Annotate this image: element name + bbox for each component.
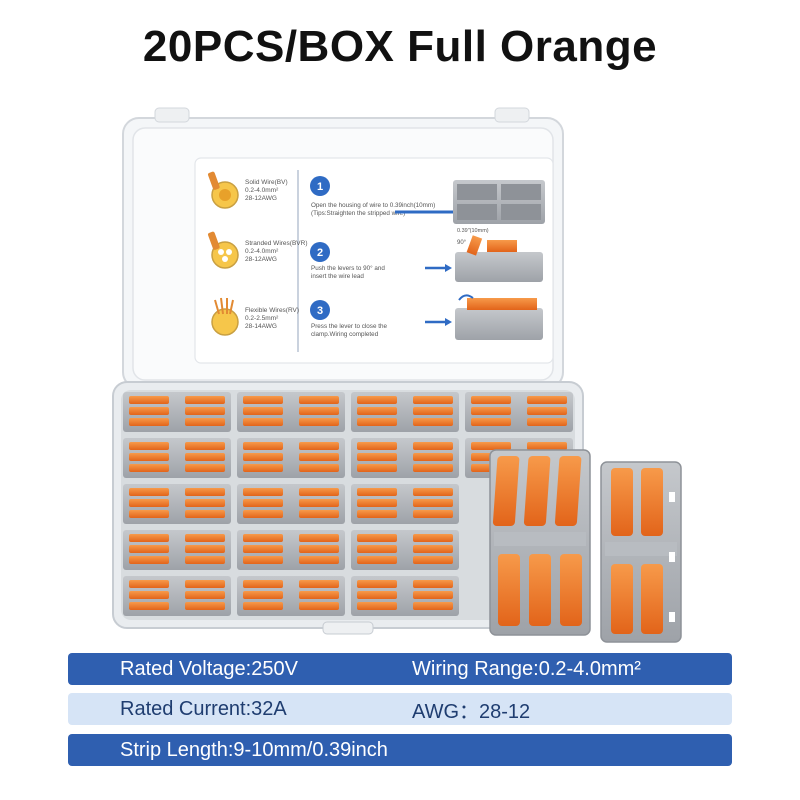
instruction-card: Solid Wire(BV) 0.2-4.0mm² 28-12AWG Stran… [194, 157, 554, 364]
connector [237, 576, 345, 616]
step-3-badge [310, 300, 330, 320]
wire-2-awg: 28-12AWG [245, 256, 277, 263]
spec-row-strip: Strip Length:9-10mm/0.39inch [68, 734, 732, 766]
rated-voltage: Rated Voltage:250V [120, 657, 298, 680]
loose-connector-left [489, 449, 591, 636]
step-2-number: 2 [317, 247, 323, 259]
wiring-range: Wiring Range:0.2-4.0mm² [412, 657, 641, 680]
flexible-wire-icon [211, 297, 239, 336]
connector-grid [123, 392, 573, 616]
connector [123, 392, 231, 432]
connector [351, 484, 459, 524]
step-2-badge [310, 242, 330, 262]
connector [123, 438, 231, 478]
connector [351, 530, 459, 570]
connector [237, 438, 345, 478]
connector [237, 530, 345, 570]
step-2-text-2: insert the wire lead [311, 273, 364, 280]
connector [351, 438, 459, 478]
wire-2-name: Stranded Wires(BVR) [245, 240, 308, 247]
step-1-text-2: (Tips:Straighten the stripped wire) [311, 210, 405, 217]
step-2-connector-illustration: 90° [425, 235, 543, 282]
step-1-connector-illustration: 0.39"(10mm) [395, 180, 545, 234]
step-3-number: 3 [317, 305, 323, 317]
awg-range: AWG：28-12 [412, 700, 531, 723]
connector [351, 576, 459, 616]
spec-row-voltage: Rated Voltage:250V Wiring Range:0.2-4.0m… [68, 653, 732, 685]
connector [351, 392, 459, 432]
wire-3-range: 0.2-2.5mm² [245, 315, 279, 322]
connector [123, 530, 231, 570]
step-3-connector-illustration [425, 294, 543, 340]
connector [123, 484, 231, 524]
connector [123, 576, 231, 616]
strip-length: Strip Length:9-10mm/0.39inch [120, 738, 388, 761]
loose-connector-right [600, 461, 682, 643]
connector [237, 392, 345, 432]
wire-3-name: Flexible Wires(RV) [245, 307, 299, 314]
wire-1-range: 0.2-4.0mm² [245, 187, 279, 194]
step-1-text-1: Open the housing of wire to 0.39inch(10m… [311, 202, 435, 209]
stranded-wire-icon [208, 231, 239, 269]
step-3-text-1: Press the lever to close the [311, 323, 387, 330]
wire-1-name: Solid Wire(BV) [245, 179, 288, 186]
page-title: 20PCS/BOX Full Orange [142, 22, 658, 71]
measure-label: 0.39"(10mm) [457, 228, 489, 234]
wire-3-awg: 28-14AWG [245, 323, 277, 330]
step-2-text-1: Push the levers to 90° and [311, 264, 385, 272]
spec-row-current: Rated Current:32A AWG：28-12 [68, 693, 732, 725]
wire-2-range: 0.2-4.0mm² [245, 248, 279, 255]
step-1-badge [310, 176, 330, 196]
solid-wire-icon [208, 171, 239, 209]
step-1-number: 1 [317, 181, 323, 193]
connector [465, 392, 573, 432]
step-3-text-2: clamp.Wiring completed [311, 331, 379, 338]
rated-current: Rated Current:32A [120, 697, 287, 720]
connector [237, 484, 345, 524]
wire-1-awg: 28-12AWG [245, 195, 277, 202]
product-illustration: Solid Wire(BV) 0.2-4.0mm² 28-12AWG Stran… [112, 107, 682, 643]
angle-label: 90° [457, 240, 467, 246]
